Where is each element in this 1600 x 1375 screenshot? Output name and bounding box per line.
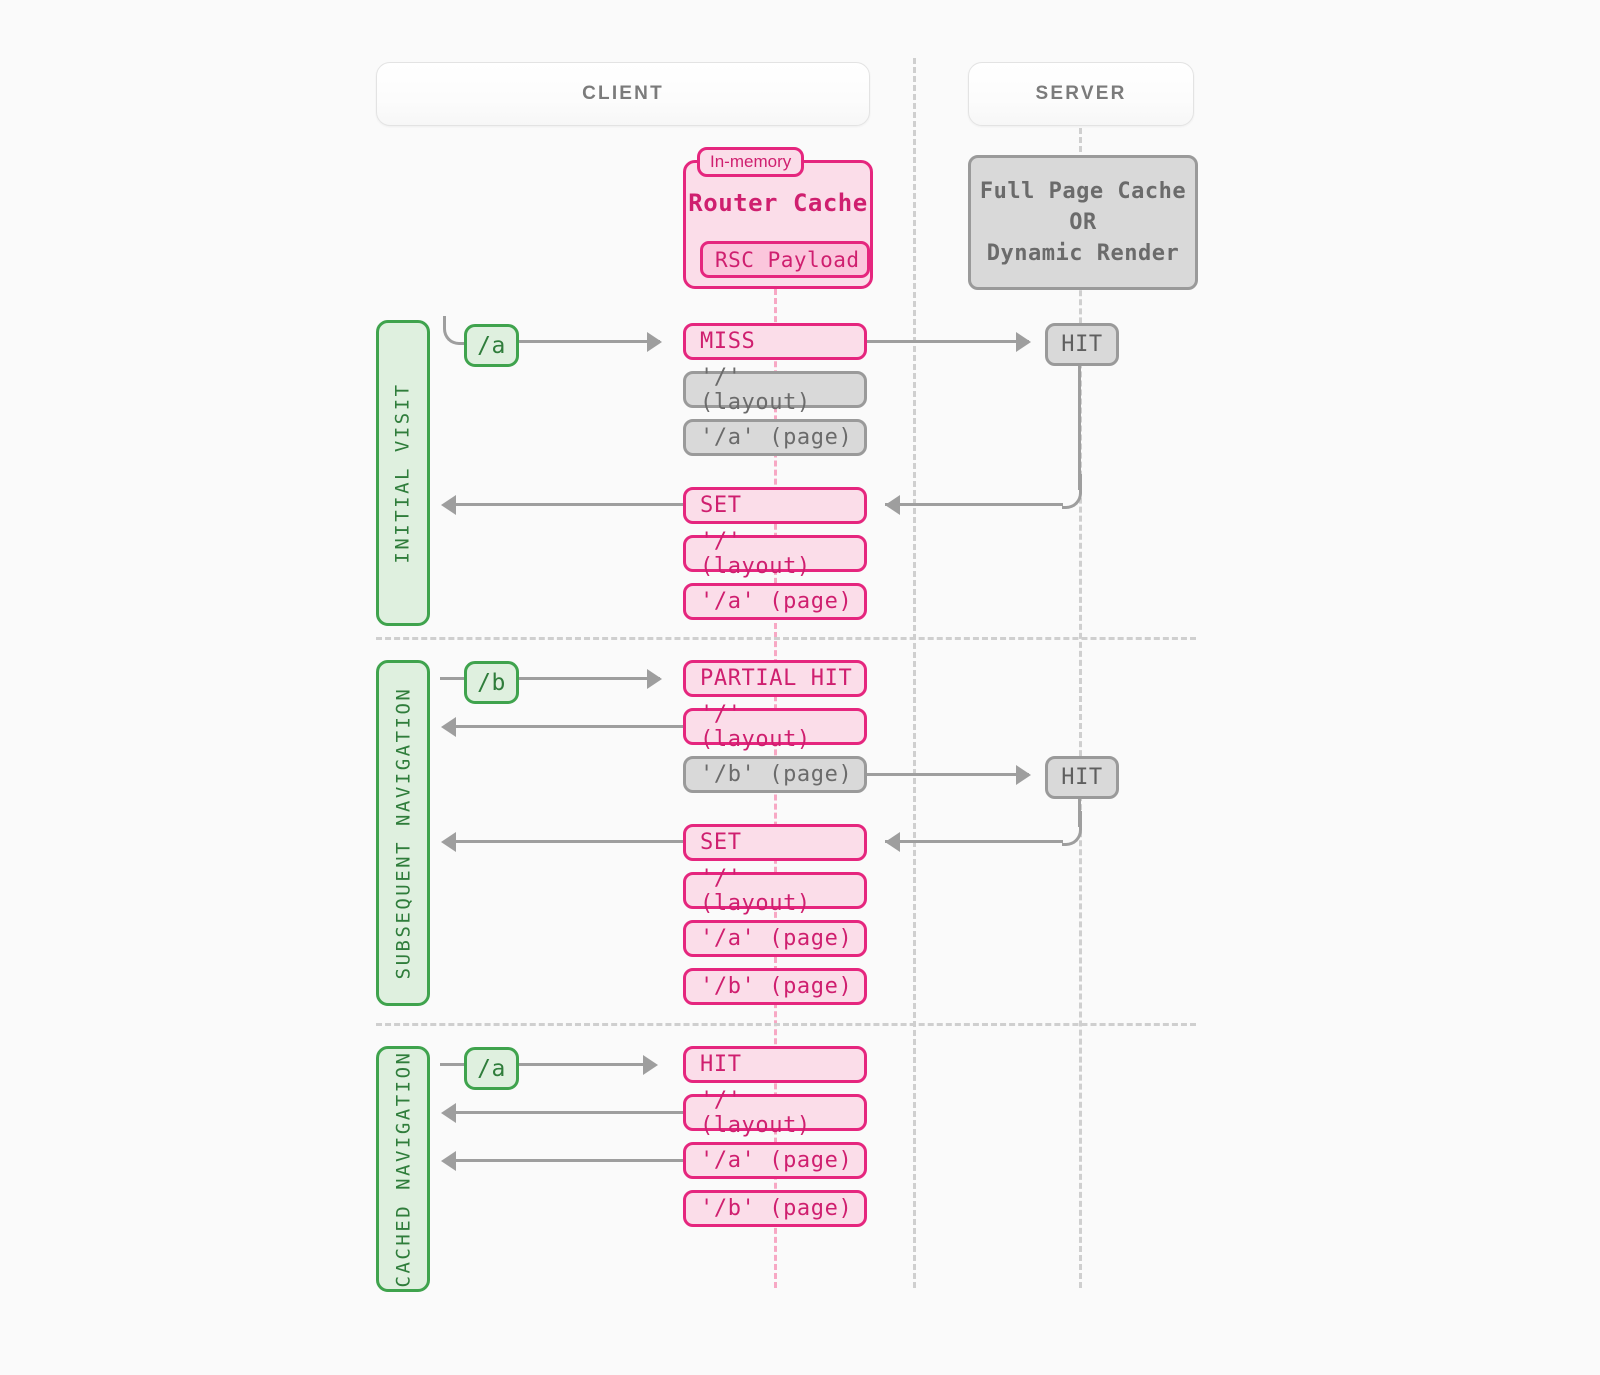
request-line-2 <box>513 677 660 680</box>
server-lifeline <box>1079 128 1082 1288</box>
cache-row: '/b' (page) <box>683 756 867 793</box>
server-request-line-2 <box>867 773 1029 776</box>
client-response-arrow-1 <box>441 495 456 515</box>
server-request-arrow-1 <box>1016 332 1031 352</box>
section-divider-1 <box>376 637 1196 640</box>
client-server-divider <box>913 58 916 1288</box>
server-request-line-1 <box>867 340 1029 343</box>
request-line-1 <box>513 340 660 343</box>
client-response-arrow-2b <box>441 832 456 852</box>
client-response-line-2b <box>455 840 683 843</box>
route-chip-b[interactable]: /b <box>464 661 519 704</box>
cache-row: SET <box>683 487 867 524</box>
section-divider-2 <box>376 1023 1196 1026</box>
cache-row: '/' (layout) <box>683 702 867 752</box>
cache-row: '/' (layout) <box>683 1088 867 1138</box>
in-memory-badge: In-memory <box>697 147 805 177</box>
client-response-line-2a <box>455 725 683 728</box>
server-line-3: Dynamic Render <box>986 241 1180 267</box>
cache-row: HIT <box>683 1046 867 1083</box>
client-response-arrow-2a <box>441 717 456 737</box>
column-header-client: CLIENT <box>376 62 870 126</box>
server-line-1: Full Page Cache <box>979 178 1187 204</box>
cache-row: '/a' (page) <box>683 583 867 620</box>
rsc-payload-chip: RSC Payload <box>700 241 870 278</box>
request-arrow-1 <box>647 332 662 352</box>
client-response-line-1 <box>455 503 683 506</box>
section-label-subsequent-navigation: SUBSEQUENT NAVIGATION <box>376 660 430 1006</box>
cache-row: PARTIAL HIT <box>683 660 867 697</box>
cache-row: '/b' (page) <box>683 968 867 1005</box>
client-response-arrow-3a <box>441 1103 456 1123</box>
server-request-arrow-2 <box>1016 765 1031 785</box>
cache-row: '/' (layout) <box>683 866 867 916</box>
section-label-initial-visit: INITIAL VISIT <box>376 320 430 626</box>
cache-row: MISS <box>683 323 867 360</box>
cache-row: '/' (layout) <box>683 365 867 415</box>
column-header-server: SERVER <box>968 62 1194 126</box>
cache-row: '/a' (page) <box>683 920 867 957</box>
server-response-arrow-1 <box>885 495 900 515</box>
section-label-text: INITIAL VISIT <box>392 382 414 564</box>
route-entry-line-3 <box>440 1063 466 1066</box>
router-cache-title: Router Cache <box>688 189 868 217</box>
server-hit-badge-2: HIT <box>1045 756 1119 799</box>
server-response-arrow-2 <box>885 832 900 852</box>
router-cache-panel: Router Cache RSC Payload <box>683 160 873 289</box>
section-label-text: SUBSEQUENT NAVIGATION <box>392 686 414 980</box>
server-cache-panel: Full Page Cache OR Dynamic Render <box>968 155 1198 290</box>
server-hit-badge-1: HIT <box>1045 323 1119 366</box>
client-response-line-3a <box>455 1111 683 1114</box>
route-chip-a-cached[interactable]: /a <box>464 1047 519 1090</box>
cache-row: '/b' (page) <box>683 1190 867 1227</box>
cache-row: SET <box>683 824 867 861</box>
request-arrow-3 <box>643 1055 658 1075</box>
server-response-line-1 <box>885 503 1063 506</box>
request-line-3 <box>513 1063 649 1066</box>
cache-row: '/a' (page) <box>683 1142 867 1179</box>
client-response-arrow-3b <box>441 1151 456 1171</box>
route-chip-a-initial[interactable]: /a <box>464 324 519 367</box>
server-response-elbow-1 <box>1062 474 1082 509</box>
server-response-vline-1 <box>1078 360 1081 490</box>
section-label-text: CACHED NAVIGATION <box>392 1050 414 1288</box>
route-entry-elbow <box>443 316 472 345</box>
request-arrow-2 <box>647 669 662 689</box>
server-response-elbow-2 <box>1062 811 1082 846</box>
client-response-line-3b <box>455 1159 683 1162</box>
cache-row: '/' (layout) <box>683 529 867 579</box>
server-response-vline-2 <box>1078 793 1081 827</box>
route-entry-line-2 <box>440 677 466 680</box>
cache-row: '/a' (page) <box>683 419 867 456</box>
server-line-2: OR <box>1069 209 1097 235</box>
section-label-cached-navigation: CACHED NAVIGATION <box>376 1046 430 1292</box>
server-response-line-2 <box>885 840 1063 843</box>
